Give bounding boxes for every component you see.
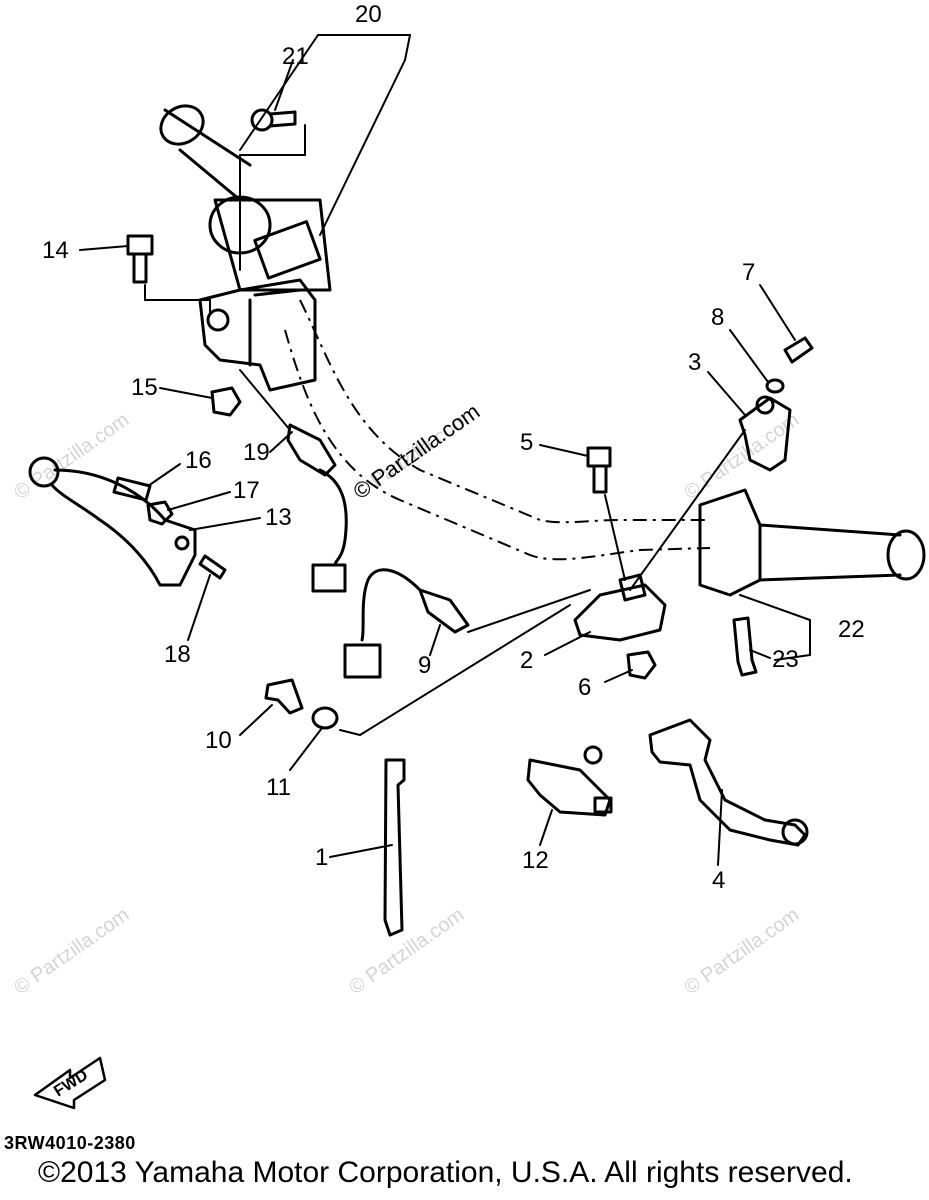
- callouts: 20 21 14 7 8 3 15 5 19 16 17 13 22 18 2 …: [42, 1, 865, 894]
- callout-9: 9: [418, 652, 431, 679]
- nut-11: [311, 604, 571, 737]
- screw-21: [239, 108, 306, 271]
- callout-22: 22: [838, 616, 865, 643]
- callout-8: 8: [711, 304, 724, 331]
- nut-15: [210, 386, 242, 417]
- screw-18: [198, 554, 227, 580]
- callout-14: 14: [42, 237, 69, 264]
- clutch-lever-13: [28, 456, 197, 587]
- screw-23: [732, 616, 758, 677]
- washer-8: [765, 378, 785, 394]
- callout-1: 1: [315, 844, 328, 871]
- screw-7: [783, 336, 814, 364]
- watermark: © Partzilla.com: [10, 904, 133, 999]
- lever-bracket: [198, 278, 317, 392]
- callout-17: 17: [233, 477, 260, 504]
- nut-17: [146, 500, 174, 526]
- holder-3: [629, 395, 792, 591]
- callout-5: 5: [520, 429, 533, 456]
- switch-19: [239, 369, 348, 593]
- cable-tie-1: [383, 758, 406, 937]
- fwd-arrow-icon: FWD: [33, 1056, 107, 1110]
- callout-18: 18: [164, 641, 191, 668]
- callout-6: 6: [578, 674, 591, 701]
- handlebar: [284, 299, 711, 561]
- callout-19: 19: [243, 439, 270, 466]
- screw-10: [264, 678, 304, 715]
- left-grip-assembly: [159, 104, 332, 292]
- watermark: © Partzilla.com: [680, 904, 803, 999]
- callout-20: 20: [355, 1, 382, 28]
- throttle-pulley-12: [526, 745, 613, 817]
- watermark: © Partzilla.com: [345, 904, 468, 999]
- callout-10: 10: [205, 727, 232, 754]
- callout-3: 3: [688, 349, 701, 376]
- callout-11: 11: [266, 774, 291, 801]
- callout-16: 16: [185, 447, 212, 474]
- bolt-14: [126, 234, 211, 313]
- bolt-16: [112, 476, 152, 502]
- switch-9: [343, 568, 591, 679]
- callout-2: 2: [520, 647, 533, 674]
- callout-12: 12: [522, 847, 549, 874]
- callout-23: 23: [772, 646, 799, 673]
- watermark-strong: © Partzilla.com: [349, 399, 485, 505]
- diagram-code: 3RW4010-2380: [4, 1133, 136, 1153]
- nut-6: [626, 650, 657, 680]
- bolt-5: [586, 446, 626, 581]
- callout-21: 21: [282, 43, 309, 70]
- brake-lever-4: [648, 718, 809, 847]
- callout-13: 13: [265, 504, 292, 531]
- callout-4: 4: [712, 867, 725, 894]
- throttle-grip-22: [698, 488, 926, 661]
- leader-lines: [79, 34, 796, 866]
- copyright-notice: ©2013 Yamaha Motor Corporation, U.S.A. A…: [38, 1156, 853, 1189]
- callout-7: 7: [742, 259, 755, 286]
- bracket-2: [573, 573, 667, 642]
- callout-15: 15: [131, 374, 158, 401]
